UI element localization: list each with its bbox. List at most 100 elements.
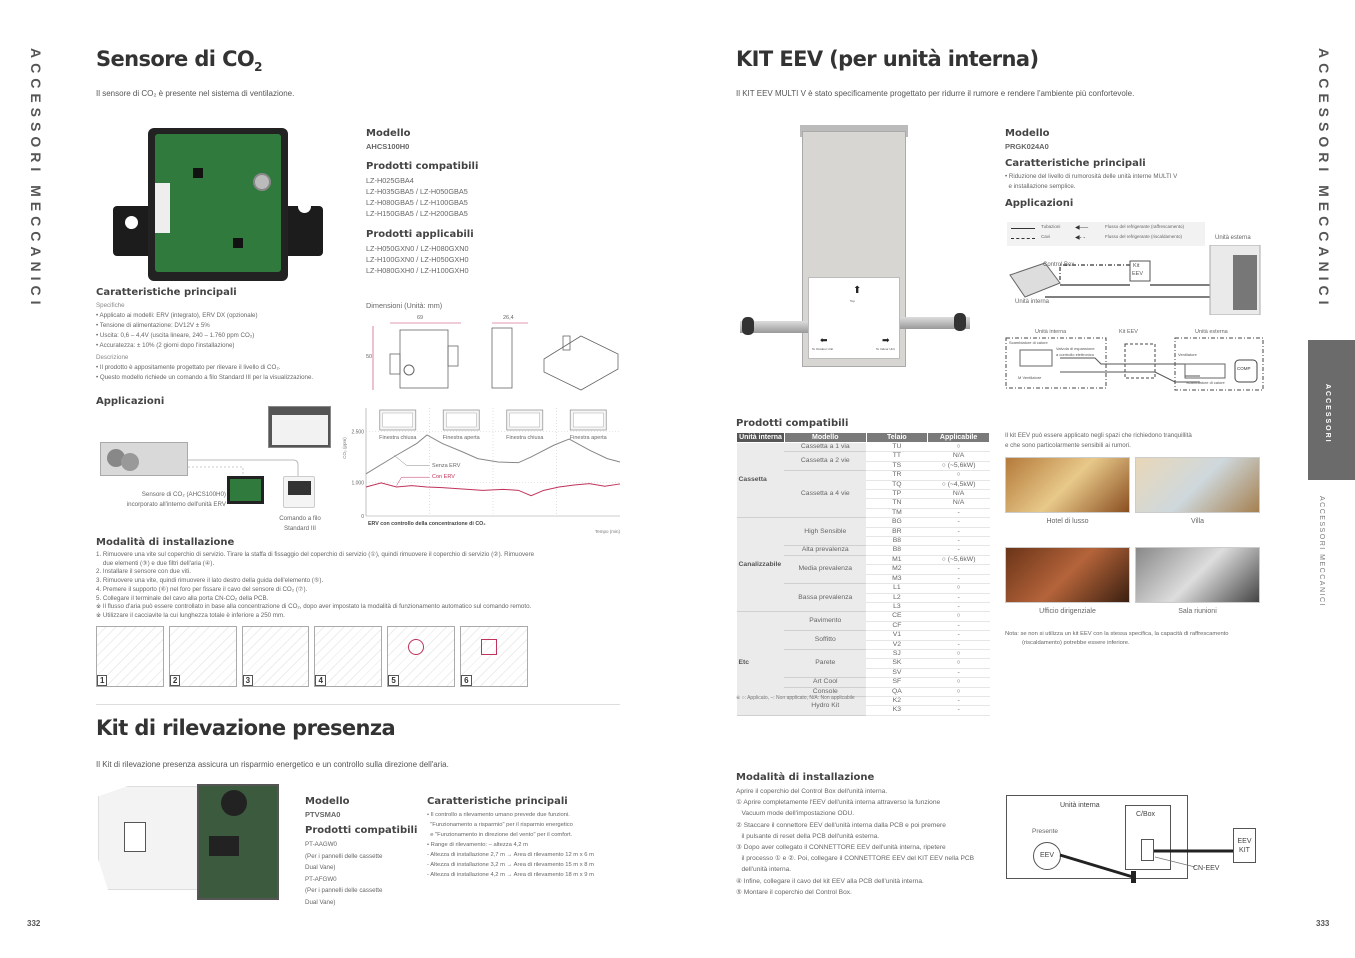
co2-compat-heading: Prodotti compatibili: [366, 161, 479, 172]
section-tab[interactable]: ACCESSORI: [1308, 340, 1355, 480]
eev-install-step: ③ Dopo aver collegato il CONNETTORE EEV …: [736, 844, 946, 852]
erv-unit-image: [100, 442, 188, 476]
side-label-right: ACCESSORI MECCANICI: [1316, 48, 1332, 310]
cell-model: Cassetta a 4 vie: [784, 470, 867, 519]
section-sub-label: ACCESSORI MECCANICI: [1318, 496, 1325, 607]
caption-villa: Villa: [1190, 518, 1205, 525]
co2-features: Caratteristiche principali Specifiche • …: [96, 287, 366, 383]
table-row: SK○: [737, 658, 990, 669]
eev-install-heading: Modalità di installazione: [736, 772, 875, 783]
cell-model: Pavimento: [784, 611, 867, 632]
cell-frame: TN: [866, 498, 928, 509]
co2-applicable-item: LZ-H050GXN0 / LZ-H080GXN0: [366, 244, 469, 253]
photo-hotel: [1005, 457, 1130, 513]
cell-frame: TR: [866, 470, 928, 481]
co2-install-steps: 1. Rimuovere una vite sul coperchio di s…: [96, 551, 621, 621]
label-eev: EEV: [1132, 271, 1144, 277]
install-step-image: 5: [387, 626, 456, 687]
wiring-cbox-label: C/Box: [1136, 811, 1156, 818]
sensor-caption: Sensore di CO₂ (AHCS100H0)incorporato al…: [126, 491, 226, 508]
phase-label: Finestra aperta: [443, 435, 481, 441]
presence-feature: - Altezza di installazione 4,2 m → Area …: [427, 872, 594, 878]
dimensions-label: Dimensioni (Unità: mm): [366, 301, 443, 310]
cell-model: Hydro Kit: [784, 696, 867, 716]
co2-applications-heading: Applicazioni: [96, 396, 165, 407]
presence-compat-item: PT-AAGW0: [305, 841, 337, 848]
eev-features-heading: Caratteristiche principali: [1005, 158, 1146, 169]
cell-frame: M2: [866, 564, 928, 575]
label-top: Top: [850, 299, 855, 303]
photo-office: [1005, 547, 1130, 603]
legend-cooling: Flusso del refrigerante (raffrescamento): [1105, 224, 1184, 229]
presence-feature: "Funzionamento a risparmio" per il rispa…: [427, 822, 573, 828]
eev-legend: Tubazioni Cavi ◀── Flusso del refrigeran…: [1007, 222, 1205, 246]
presence-features: Caratteristiche principali • Il controll…: [427, 796, 627, 880]
presence-compat-item: PT-AFGW0: [305, 875, 337, 883]
arrow-dashed-icon: ◀- -: [1075, 235, 1086, 241]
th-model: Modello: [783, 432, 867, 443]
co2-model-info: Modello AHCS100H0 Prodotti compatibili L…: [366, 128, 616, 276]
eev-feature: • Riduzione del livello di rumorosità de…: [1005, 173, 1178, 180]
arrow-up-icon: ⬆: [853, 285, 862, 296]
chart-title: ERV con controllo della concentrazione d…: [368, 521, 486, 527]
legend-heating: Flusso del refrigerante (riscaldamento): [1105, 234, 1183, 239]
dimensions-drawing: [372, 322, 619, 391]
eev-install-step: il pulsante di reset della PCB dell'unit…: [736, 832, 880, 840]
label-kit: Kit: [1133, 263, 1140, 269]
table-row: L3-: [737, 602, 990, 613]
cell-model: Soffitto: [784, 630, 867, 650]
install-step: due elementi (③) e due filtri dell'aria …: [96, 559, 215, 567]
cell-model: Media prevalenza: [784, 555, 867, 585]
wiring-cn-label: CN-EEV: [1193, 865, 1220, 872]
legend-con-erv: Con ERV: [432, 474, 455, 480]
install-step: 3. Rimuovere una vite, quindi rimuovere …: [96, 577, 324, 585]
step-number: 1: [97, 675, 108, 686]
wiring-indoor-label: Unità interna: [1060, 802, 1100, 809]
y-tick-label: 0: [361, 514, 364, 520]
arrow-right-icon: ➡: [882, 335, 890, 345]
phase-label: Finestra aperta: [570, 435, 608, 441]
schem-hx-out: Scambiatore di calore: [1186, 380, 1225, 385]
schem-indoor: Unità interna: [1035, 329, 1067, 335]
presence-feature: • Range di rilevamento: – altezza 4,2 m: [427, 842, 528, 848]
install-step: 1. Rimuovere una vite sul coperchio di s…: [96, 551, 535, 558]
cell-applicable: -: [927, 564, 990, 575]
cell-frame: L2: [866, 593, 928, 603]
cell-frame: CE: [866, 611, 928, 622]
y-axis-label: CO₂ (ppm): [342, 437, 347, 459]
eev-install-step: ④ Infine, collegare il cavo del kit EEV …: [736, 877, 924, 885]
wiring-cbox: [1125, 805, 1171, 870]
table-row: TM-: [737, 508, 990, 519]
dim-height: 50: [366, 354, 373, 360]
photo-meeting-room: [1135, 547, 1260, 603]
cell-applicable: ○ (~4,5kW): [927, 480, 990, 491]
install-step: 2. Installare il sensore con due viti.: [96, 568, 191, 576]
arrow-solid-icon: ◀──: [1075, 225, 1089, 231]
dim-depth: 26,4: [503, 315, 514, 321]
cell-unit: Cassetta: [736, 442, 785, 519]
cell-applicable: -: [927, 574, 990, 585]
spec-item: • Tensione di alimentazione: DV12V ± 5%: [96, 322, 210, 329]
install-step-image: 2: [168, 626, 237, 687]
cell-frame: V2: [866, 640, 928, 650]
co2-model: AHCS100H0: [366, 142, 410, 151]
ceiling-panel-drawing: [98, 786, 198, 890]
cell-frame: QA: [866, 687, 928, 697]
eev-install-step: Aprire il coperchio del Control Box dell…: [736, 788, 888, 795]
eev-install-step: Vacuum mode dell'impostazione ODU.: [736, 810, 855, 818]
cell-frame: SF: [866, 677, 928, 688]
cell-frame: K3: [866, 705, 928, 716]
caption-hotel: Hotel di lusso: [1046, 518, 1089, 525]
dim-width: 69: [417, 315, 424, 321]
eev-install-step: dell'unità interna.: [736, 866, 792, 874]
cell-frame: TU: [866, 442, 928, 453]
remote-screen-image: [268, 406, 331, 448]
eev-title: KIT EEV (per unità interna): [736, 47, 1039, 71]
eev-install-step: ② Staccare il connettore EEV dell'unità …: [736, 821, 946, 829]
cell-frame: BR: [866, 527, 928, 538]
window-pane: [573, 412, 604, 428]
